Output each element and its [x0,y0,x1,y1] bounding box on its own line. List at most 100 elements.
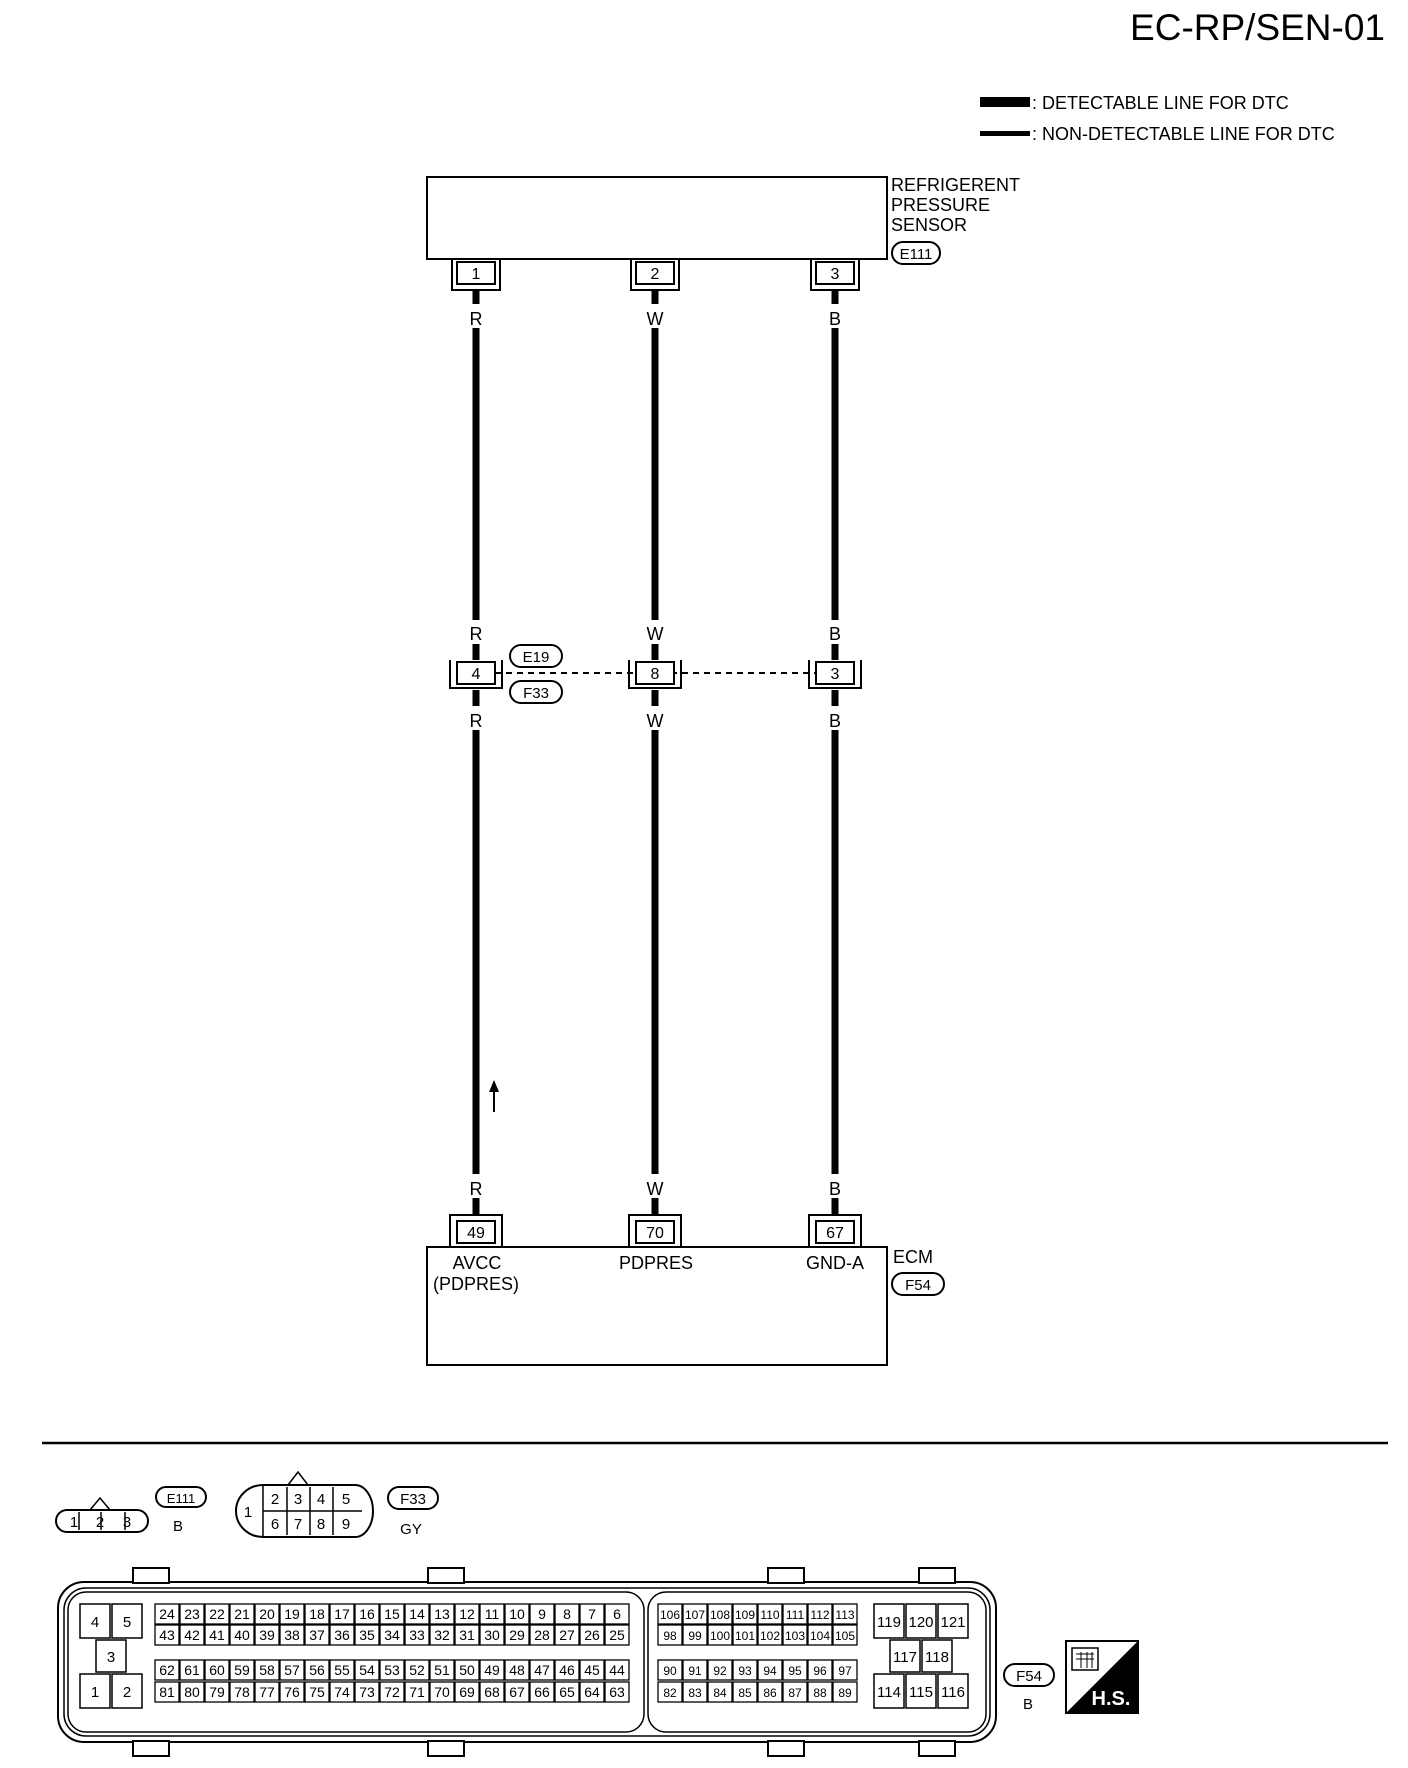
joint-pin-8: 8 [628,660,682,689]
f54-left-pin-31 [454,1624,480,1646]
f54-left-pin-label-28: 28 [534,1627,550,1643]
f54-left-pin-10 [504,1603,530,1625]
f54-right-pin-99 [682,1624,708,1646]
svg-text:6: 6 [271,1516,279,1533]
f54-left-pin-label-52: 52 [409,1662,425,1678]
f54-left-pin-61 [179,1659,205,1681]
wire-label-w-1: W [647,309,664,329]
sensor-name-line-1: REFRIGERENT [891,175,1020,195]
f54-left-pin-label-42: 42 [184,1627,200,1643]
connector-e111-id: E111 [167,1491,195,1506]
legend-non-detectable-line [980,131,1030,136]
f54-left-pin-56 [304,1659,330,1681]
f54-right-pin-label-108: 108 [710,1608,730,1622]
svg-text:1: 1 [91,1684,99,1701]
f54-left-pin-label-79: 79 [209,1684,225,1700]
ecm-connector-tag: F54 [905,1277,931,1294]
connector-e111-face: 1 2 3 E111 B [55,1486,207,1535]
f54-left-pin-36 [329,1624,355,1646]
sensor-pins: 1 2 3 [451,259,860,291]
f54-left-pin-57 [279,1659,305,1681]
wires [472,290,839,1215]
f54-right-pin-label-94: 94 [763,1664,777,1678]
f54-left-pin-label-27: 27 [559,1627,575,1643]
f54-right-pin-label-104: 104 [810,1629,830,1643]
f54-left-pin-18 [304,1603,330,1625]
f54-right-pin-109 [732,1603,758,1625]
sensor-connector-tag-frame [891,241,941,265]
f54-left-pin-label-14: 14 [409,1606,425,1622]
f54-right-pin-label-89: 89 [838,1686,852,1700]
svg-text:3: 3 [831,666,840,683]
f54-right-pin-88 [807,1681,833,1703]
f54-left-pin-55 [329,1659,355,1681]
f54-left-pin-label-26: 26 [584,1627,600,1643]
f54-left-pin-label-39: 39 [259,1627,275,1643]
f54-right-pin-82 [657,1681,683,1703]
f54-right-pin-111 [782,1603,808,1625]
f54-right-pin-96 [807,1659,833,1681]
f54-left-pin-label-19: 19 [284,1606,300,1622]
f54-right-pin-110 [757,1603,783,1625]
f54-left-pin-59 [229,1659,255,1681]
f54-right-pin-label-87: 87 [788,1686,802,1700]
svg-text:3: 3 [294,1491,302,1508]
page-code: EC-RP/SEN-01 [1130,7,1385,48]
f54-left-pin-label-49: 49 [484,1662,500,1678]
f54-right-pin-label-91: 91 [688,1664,702,1678]
f54-right-pin-102 [757,1624,783,1646]
f54-left-pin-label-74: 74 [334,1684,350,1700]
f54-left-pin-label-37: 37 [309,1627,325,1643]
f54-left-pin-label-64: 64 [584,1684,600,1700]
f54-left-pin-37 [304,1624,330,1646]
f54-left-pin-label-16: 16 [359,1606,375,1622]
f54-left-pin-label-36: 36 [334,1627,350,1643]
f54-right-pin-105 [832,1624,858,1646]
f54-left-pin-label-35: 35 [359,1627,375,1643]
wire-color-labels: R W B R W B R W B R W B [460,304,851,1199]
f54-left-pin-label-41: 41 [209,1627,225,1643]
joint-tag-upper-frame [509,644,563,668]
connector-e111-color: B [173,1518,183,1535]
f54-left-pin-6 [604,1603,630,1625]
sensor-pin-2: 2 [630,259,680,291]
legend-non-detectable-text: : NON-DETECTABLE LINE FOR DTC [1032,124,1335,144]
sensor-name-line-3: SENSOR [891,215,967,235]
f54-left-pin-label-77: 77 [259,1684,275,1700]
f54-left-pin-label-72: 72 [384,1684,400,1700]
f54-left-pin-label-76: 76 [284,1684,300,1700]
f54-left-pin-label-25: 25 [609,1627,625,1643]
f54-left-pin-78 [229,1681,255,1703]
f54-right-pin-98 [657,1624,683,1646]
f54-right-pin-label-109: 109 [735,1608,755,1622]
f54-left-pin-label-66: 66 [534,1684,550,1700]
f54-left-pin-74 [329,1681,355,1703]
ecm-pin-49: 49 [449,1214,503,1246]
f54-left-pin-40 [229,1624,255,1646]
f54-left-pin-80 [179,1681,205,1703]
f54-left-pin-67 [504,1681,530,1703]
f54-right-pin-label-97: 97 [838,1664,852,1678]
ecm-unit: AVCC (PDPRES) PDPRES GND-A ECM F54 [426,1246,945,1366]
f54-left-pin-label-81: 81 [159,1684,175,1700]
f54-left-pin-51 [429,1659,455,1681]
f54-left-pin-13 [429,1603,455,1625]
f54-left-pin-label-12: 12 [459,1606,475,1622]
svg-text:114: 114 [877,1684,901,1701]
svg-text:1: 1 [244,1504,252,1521]
f54-left-pin-label-46: 46 [559,1662,575,1678]
f54-left-pin-25 [604,1624,630,1646]
svg-text:4: 4 [472,666,481,683]
f54-left-pin-64 [579,1681,605,1703]
svg-text:70: 70 [646,1225,664,1242]
f54-left-pin-label-68: 68 [484,1684,500,1700]
wire-label-b-4: B [829,1179,841,1199]
f54-left-pin-label-15: 15 [384,1606,400,1622]
ecm-connector-tag-frame [891,1272,945,1296]
svg-text:118: 118 [925,1649,949,1666]
connector-f33-face: 1 2 3 4 5 6 7 8 9 F33 GY [235,1470,439,1538]
f54-left-pin-75 [304,1681,330,1703]
f54-right-pin-label-92: 92 [713,1664,727,1678]
